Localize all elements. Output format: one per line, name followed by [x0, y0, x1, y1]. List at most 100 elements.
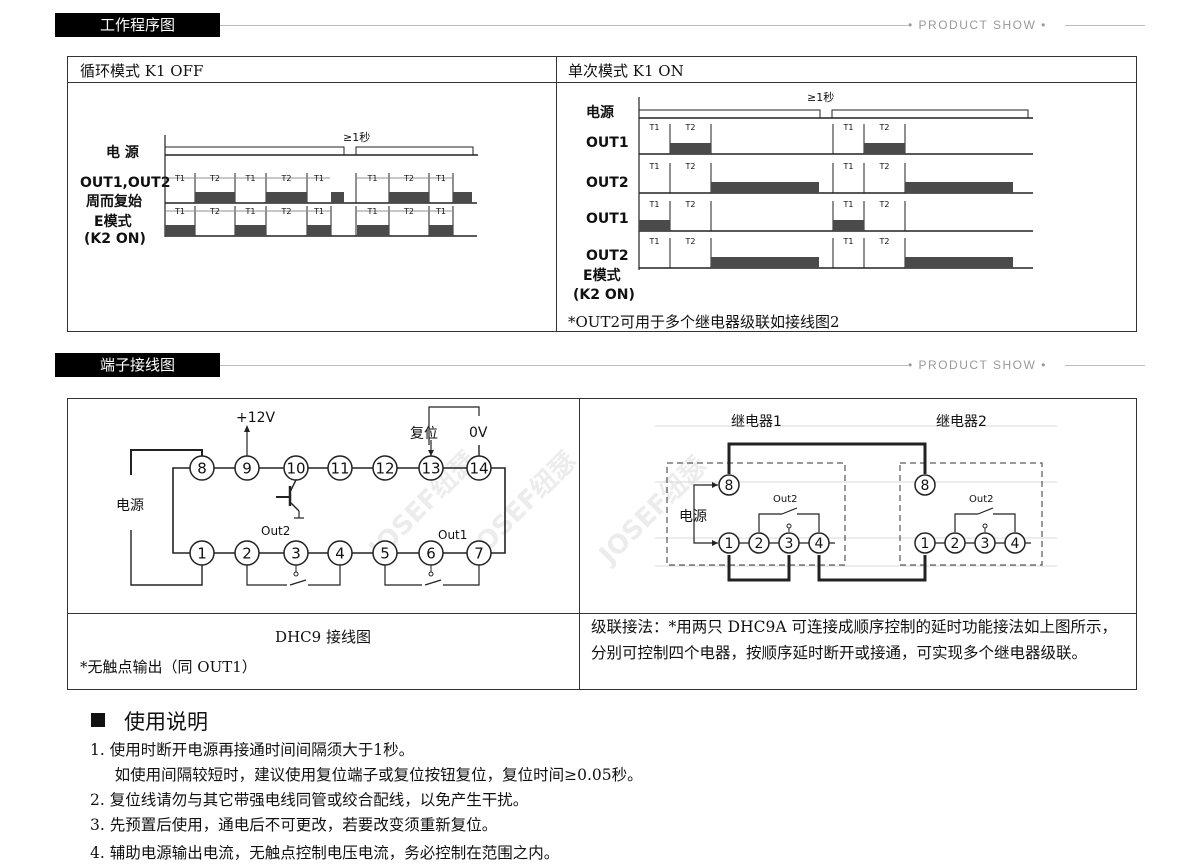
dhc9-caption: DHC9 接线图 — [275, 628, 371, 646]
output-on-block — [905, 257, 1013, 268]
terminal-number: 8 — [921, 478, 930, 494]
interval-label: T1 — [245, 174, 256, 183]
out2-cascade-note: *OUT2可用于多个继电器级联如接线图2 — [568, 313, 840, 331]
instruction-item: 1. 使用时断开电源再接通时间间隔须大于1秒。 — [90, 741, 415, 759]
interval-label: T1 — [174, 207, 185, 216]
label-out1-e: OUT1 — [586, 211, 629, 227]
wiring-table — [67, 398, 1137, 690]
cascade-description: 级联接法：*用两只 DHC9A 可连接成顺序控制的延时功能接法如上图所示，分别可… — [591, 618, 1117, 662]
terminal-number: 10 — [286, 459, 305, 477]
interval-label: T2 — [685, 200, 696, 209]
terminal-circle — [189, 455, 215, 481]
terminal-circle — [189, 540, 215, 566]
divider — [579, 398, 580, 690]
terminal-circle — [327, 455, 353, 481]
terminal-circle — [372, 540, 398, 566]
interval-label: T1 — [843, 162, 854, 171]
output-on-block — [711, 257, 819, 268]
interval-label: T1 — [843, 200, 854, 209]
terminal-circle — [974, 532, 996, 554]
interval-label: T1 — [174, 174, 185, 183]
interval-label: T1 — [649, 237, 660, 246]
instruction-item: 4. 辅助电源输出电流，无触点控制电压电流，务必控制在范围之内。 — [90, 844, 560, 862]
terminal-circle — [283, 540, 309, 566]
terminal-dot — [982, 523, 988, 529]
divider — [220, 365, 908, 366]
switch-icon — [289, 579, 307, 586]
relay2-box — [899, 462, 1043, 566]
wire — [817, 555, 927, 582]
divider — [67, 82, 1137, 83]
power-signal — [638, 109, 1029, 119]
interval-label: T1 — [843, 123, 854, 132]
label-emode: E模式 — [94, 213, 132, 230]
label-emode: E模式 — [583, 267, 621, 284]
switch-wire — [384, 565, 422, 586]
interval-label: T1 — [245, 207, 256, 216]
divider — [1065, 25, 1145, 26]
terminal-circle — [718, 532, 740, 554]
terminal-number: 3 — [291, 544, 301, 562]
section-tagline: • PRODUCT SHOW • — [908, 18, 1047, 32]
timing-table — [67, 56, 1137, 332]
interval-label: T1 — [367, 174, 378, 183]
label-out2: Out2 — [969, 494, 994, 505]
terminal-circle — [778, 532, 800, 554]
interval-label: T2 — [281, 174, 292, 183]
terminal-number: 1 — [921, 536, 930, 552]
terminal-circle — [914, 532, 936, 554]
interval-label: T1 — [367, 207, 378, 216]
terminal-circle — [808, 532, 830, 554]
interval-label: T1 — [313, 207, 324, 216]
switch-wire — [443, 565, 480, 586]
terminal-circle — [418, 540, 444, 566]
wire — [428, 406, 480, 445]
interval-label: T2 — [685, 162, 696, 171]
wire — [727, 555, 791, 582]
label-gap: ≥1秒 — [343, 130, 370, 144]
terminal-number: 4 — [815, 536, 824, 552]
interval-label: T1 — [313, 174, 324, 183]
output-on-block — [235, 225, 266, 236]
interval-label: T1 — [435, 174, 446, 183]
interval-label: T2 — [209, 174, 220, 183]
dhc9-note: *无触点输出（同 OUT1） — [80, 658, 257, 676]
switch-icon — [424, 579, 442, 586]
label-power: 电源 — [586, 104, 614, 121]
label-k2: (K2 ON) — [84, 231, 146, 247]
terminal-number: 9 — [242, 459, 252, 477]
output-on-block — [639, 220, 670, 231]
arrow-icon — [712, 482, 718, 488]
label-0v: 0V — [469, 425, 488, 441]
terminal-number: 8 — [725, 478, 734, 494]
interval-label: T2 — [879, 237, 890, 246]
interval-label: T2 — [685, 237, 696, 246]
terminal-circle — [466, 540, 492, 566]
terminal-circle — [466, 455, 492, 481]
cyclic-mode-header: 循环模式 K1 OFF — [80, 62, 204, 80]
terminal-number: 7 — [474, 544, 484, 562]
interval-label: T1 — [649, 162, 660, 171]
terminal-circle — [418, 455, 444, 481]
divider — [67, 613, 1137, 614]
divider — [556, 56, 557, 332]
wire — [491, 467, 506, 554]
output-on-block — [453, 192, 472, 203]
interval-label: T2 — [209, 207, 220, 216]
arrow-icon — [428, 450, 434, 456]
output-on-block — [711, 182, 819, 193]
terminal-dot — [293, 571, 299, 577]
output-on-block — [165, 225, 195, 236]
wire — [693, 484, 718, 544]
instruction-item: 如使用间隔较短时，建议使用复位端子或复位按钮复位，复位时间≥0.05秒。 — [90, 766, 643, 784]
label-out2: OUT2 — [586, 175, 629, 191]
terminal-circle — [372, 455, 398, 481]
arrow-icon — [712, 540, 718, 546]
output-on-block — [429, 225, 453, 236]
terminal-number: 2 — [951, 536, 960, 552]
terminal-number: 6 — [426, 544, 436, 562]
interval-label: T1 — [649, 200, 660, 209]
terminal-number: 2 — [242, 544, 252, 562]
output-on-block — [331, 192, 344, 203]
interval-label: T2 — [281, 207, 292, 216]
